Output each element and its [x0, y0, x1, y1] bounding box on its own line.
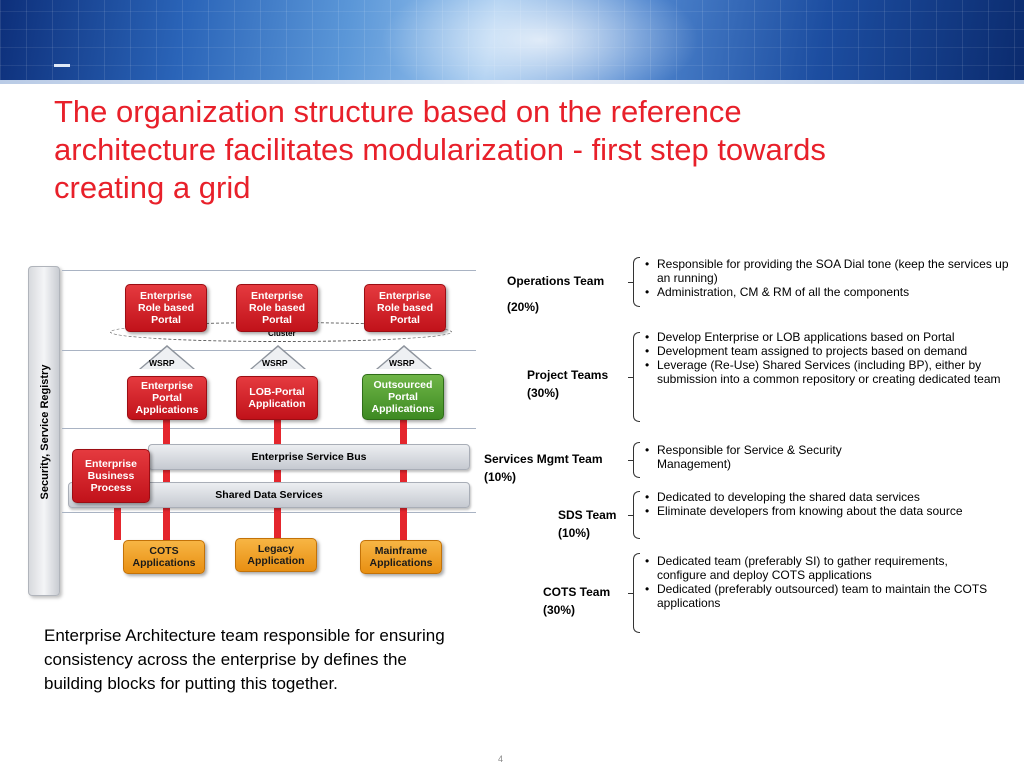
ea-statement: Enterprise Architecture team responsible…: [44, 626, 445, 693]
banner-glow: [380, 0, 700, 84]
team-responsibilities: Responsible for providing the SOA Dial t…: [643, 257, 1013, 299]
connector-line: [114, 506, 121, 540]
brace-icon: [628, 553, 640, 633]
layer-line: [62, 428, 476, 429]
team-name: SDS Team: [558, 508, 617, 522]
team-responsibilities: Dedicated team (preferably SI) to gather…: [643, 554, 988, 610]
team-responsibilities: Dedicated to developing the shared data …: [643, 490, 983, 518]
team-percentage: (10%): [484, 470, 517, 484]
registry-label: Security, Service Registry: [39, 364, 51, 500]
security-service-registry-bar: Security, Service Registry: [28, 266, 60, 596]
team-percentage: (30%): [543, 603, 576, 617]
team-name: Services Mgmt Team: [484, 452, 603, 466]
team-percentage: (10%): [558, 526, 591, 540]
wsrp-connector: [252, 347, 304, 369]
bullet-item: Dedicated (preferably outsourced) team t…: [643, 582, 988, 610]
bullet-item: Development team assigned to projects ba…: [643, 344, 1018, 358]
wsrp-label: WSRP: [149, 358, 175, 368]
team-percentage: (20%): [507, 300, 540, 314]
banner-underline: [0, 80, 1024, 84]
bullet-item: Eliminate developers from knowing about …: [643, 504, 983, 518]
brace-icon: [628, 257, 640, 307]
connector-line: [274, 418, 281, 540]
cluster-label: Cluster: [268, 329, 296, 338]
team-name: Project Teams: [527, 368, 609, 382]
brace-icon: [628, 332, 640, 422]
bullet-item: Dedicated to developing the shared data …: [643, 490, 983, 504]
bullet-item: Dedicated team (preferably SI) to gather…: [643, 554, 988, 582]
wsrp-label: WSRP: [262, 358, 288, 368]
team-responsibilities: Develop Enterprise or LOB applications b…: [643, 330, 1018, 386]
header-banner: [0, 0, 1024, 84]
bullet-item: Leverage (Re-Use) Shared Services (inclu…: [643, 358, 1018, 386]
wsrp-connector: [378, 347, 430, 369]
brace-icon: [628, 491, 640, 539]
bullet-item: Responsible for Service & Security Manag…: [643, 443, 903, 471]
team-percentage: (30%): [527, 386, 560, 400]
team-name: Operations Team: [507, 274, 605, 288]
bullet-item: Administration, CM & RM of all the compo…: [643, 285, 1013, 299]
enterprise-service-bus: Enterprise Service Bus: [148, 444, 470, 470]
layer-line: [62, 512, 476, 513]
bullet-item: Responsible for providing the SOA Dial t…: [643, 257, 1013, 285]
connector-line: [163, 418, 170, 540]
wsrp-label: WSRP: [389, 358, 415, 368]
brace-icon: [628, 442, 640, 478]
banner-dash: [54, 64, 70, 67]
architecture-diagram: Security, Service Registry Cluster Enter…: [28, 266, 478, 596]
bullet-item: Develop Enterprise or LOB applications b…: [643, 330, 1018, 344]
page-number: 4: [498, 754, 504, 764]
connector-line: [400, 418, 407, 540]
wsrp-connector: [141, 347, 193, 369]
slide-title: The organization structure based on the …: [54, 94, 826, 205]
team-responsibilities: Responsible for Service & Security Manag…: [643, 443, 903, 471]
layer-line: [62, 270, 476, 271]
team-name: COTS Team: [543, 585, 611, 599]
